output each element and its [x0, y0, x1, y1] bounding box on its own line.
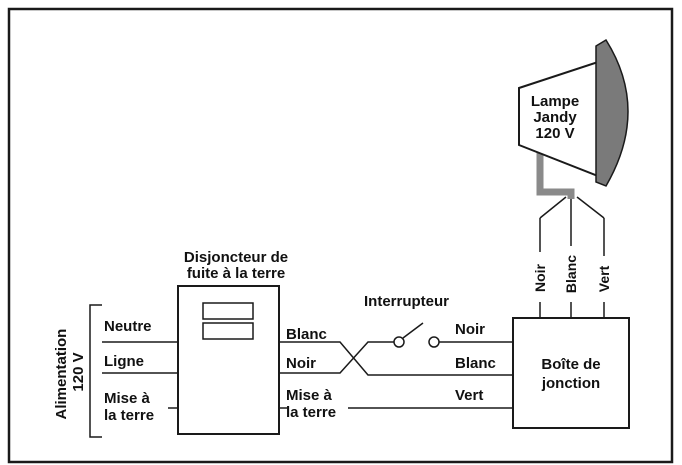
lamp-green-label: Vert	[596, 265, 612, 292]
lamp-black-label-gap	[531, 252, 549, 302]
lamp-wires: Noir Blanc Vert	[531, 196, 613, 318]
lamp-green-fan	[576, 196, 605, 219]
neutral-label: Neutre	[104, 318, 152, 335]
junction-box: Boîte de jonction	[512, 317, 630, 429]
lamp-white-label-gap	[562, 246, 580, 302]
switch: Interrupteur	[364, 293, 449, 348]
gfci-white-label: Blanc	[286, 326, 327, 343]
switch-contact-left	[393, 336, 405, 348]
gfci-title-2: fuite à la terre	[187, 265, 285, 282]
gfci-title-1: Disjoncteur de	[184, 249, 288, 266]
power-supply-label-line1: Alimentation	[53, 329, 70, 420]
switch-lever	[402, 322, 424, 339]
junction-box-label-1: Boîte de	[541, 356, 600, 373]
jandy-lamp: Lampe Jandy 120 V	[518, 38, 629, 199]
junction-box-rect	[512, 317, 630, 429]
supply-ground-label-1: Mise à	[104, 390, 151, 407]
lamp-label-1: Lampe	[531, 93, 579, 110]
power-supply-label: Alimentation 120 V	[53, 324, 87, 419]
lamp-label-2: Jandy	[533, 109, 577, 126]
lamp-black-label: Noir	[532, 263, 548, 292]
junction-white-label: Blanc	[455, 355, 496, 372]
gfci-window-top	[202, 302, 254, 320]
gfci-ground-label-2: la terre	[286, 404, 336, 421]
switch-contact-right	[428, 336, 440, 348]
junction-box-label-2: jonction	[541, 375, 600, 392]
gfci-black-label: Noir	[286, 355, 316, 372]
diagram-frame	[7, 7, 674, 464]
lamp-white-label: Blanc	[563, 255, 579, 293]
junction-green-label: Vert	[455, 387, 483, 404]
gfci-breaker: Disjoncteur de fuite à la terre Blanc No…	[177, 249, 336, 435]
gfci-window-bottom	[202, 322, 254, 340]
black-wire-path	[279, 341, 394, 374]
lamp-black-fan	[539, 196, 567, 219]
line-label: Ligne	[104, 353, 144, 370]
wiring	[279, 341, 513, 409]
power-supply: Alimentation 120 V Neutre Ligne Mise à l…	[53, 304, 178, 438]
lamp-cable	[536, 140, 575, 199]
lamp-green-label-gap	[595, 256, 613, 302]
junction-black-label: Noir	[455, 321, 485, 338]
supply-ground-label-2: la terre	[104, 407, 154, 424]
switch-label: Interrupteur	[364, 293, 449, 310]
power-supply-label-line2: 120 V	[70, 352, 87, 391]
lamp-label-3: 120 V	[535, 125, 574, 142]
power-supply-bracket	[89, 304, 102, 438]
lamp-lens	[595, 38, 629, 187]
gfci-ground-label-1: Mise à	[286, 387, 333, 404]
